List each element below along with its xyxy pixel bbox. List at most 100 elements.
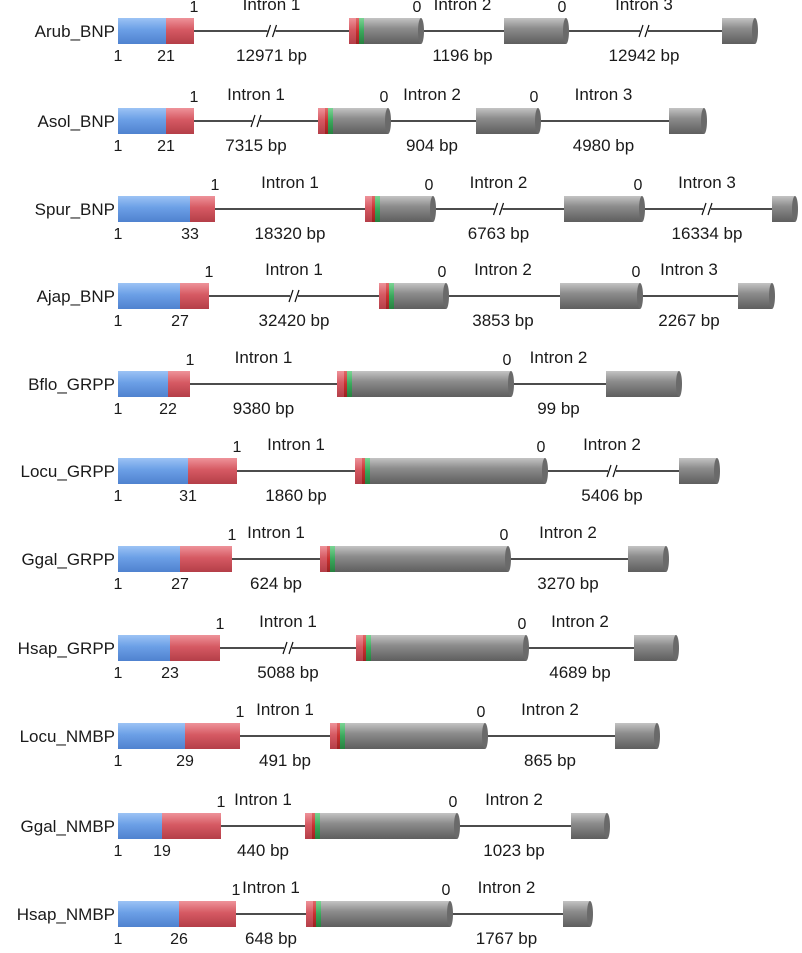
propeptide-segment bbox=[179, 901, 236, 927]
intron-label: Intron 2 bbox=[583, 435, 641, 454]
signal-peptide-segment bbox=[118, 723, 185, 749]
signal-peptide-segment bbox=[118, 458, 188, 484]
intron-label: Intron 1 bbox=[234, 790, 292, 809]
exon-box bbox=[722, 18, 755, 44]
propeptide-segment bbox=[305, 813, 312, 839]
exon-end-cap bbox=[523, 635, 529, 661]
break-mark bbox=[288, 289, 300, 303]
exon-end-cap bbox=[430, 196, 436, 222]
intron-label: Intron 1 bbox=[242, 878, 300, 897]
exon-end-cap bbox=[752, 18, 758, 44]
exon-end-cap bbox=[482, 723, 488, 749]
intron-label: Intron 1 bbox=[243, 0, 301, 14]
cleavage-red-band bbox=[325, 108, 328, 134]
exon-box bbox=[370, 458, 545, 484]
break-gap bbox=[252, 114, 260, 128]
intron-label: Intron 2 bbox=[470, 173, 528, 192]
intron-size-label: 7315 bp bbox=[225, 136, 286, 155]
exon-box bbox=[320, 813, 457, 839]
intron-phase-label: 0 bbox=[425, 177, 434, 194]
exon-end-cap bbox=[454, 813, 460, 839]
signal-end-number: 21 bbox=[157, 138, 175, 155]
exon-box bbox=[364, 18, 421, 44]
break-gap bbox=[640, 24, 648, 38]
break-gap bbox=[703, 202, 711, 216]
cleavage-red-band bbox=[344, 371, 347, 397]
exon-end-cap bbox=[563, 18, 569, 44]
signal-start-number: 1 bbox=[114, 843, 123, 860]
intron-size-label: 18320 bp bbox=[255, 224, 326, 243]
intron-label: Intron 2 bbox=[403, 85, 461, 104]
propeptide-segment bbox=[306, 901, 313, 927]
break-mark bbox=[250, 114, 262, 128]
cleavage-red-band bbox=[337, 723, 340, 749]
signal-peptide-segment bbox=[118, 546, 180, 572]
intron-size-label: 1767 bp bbox=[476, 929, 537, 948]
peptide-green-band bbox=[316, 901, 321, 927]
peptide-green-band bbox=[347, 371, 352, 397]
signal-start-number: 1 bbox=[114, 665, 123, 682]
cleavage-red-band bbox=[356, 18, 359, 44]
cleavage-red-band bbox=[362, 458, 365, 484]
intron-label: Intron 2 bbox=[434, 0, 492, 14]
intron-label: Intron 2 bbox=[485, 790, 543, 809]
break-slash bbox=[282, 641, 288, 655]
signal-start-number: 1 bbox=[114, 313, 123, 330]
exon-box bbox=[679, 458, 717, 484]
gene-name-label: Hsap_GRPP bbox=[18, 639, 115, 658]
propeptide-segment bbox=[379, 283, 386, 309]
cleavage-red-band bbox=[386, 283, 389, 309]
signal-end-number: 19 bbox=[153, 843, 171, 860]
propeptide-segment bbox=[365, 196, 372, 222]
intron-phase-label: 1 bbox=[217, 794, 226, 811]
exon-box bbox=[476, 108, 538, 134]
propeptide-segment bbox=[330, 723, 337, 749]
intron-phase-label: 1 bbox=[228, 527, 237, 544]
propeptide-segment bbox=[349, 18, 356, 44]
gene-name-label: Ggal_NMBP bbox=[21, 817, 115, 836]
exon-box bbox=[321, 901, 450, 927]
propeptide-segment bbox=[166, 108, 194, 134]
signal-end-number: 22 bbox=[159, 401, 177, 418]
propeptide-segment bbox=[185, 723, 240, 749]
signal-end-number: 26 bbox=[170, 931, 188, 948]
intron-phase-label: 0 bbox=[477, 704, 486, 721]
intron-size-label: 3270 bp bbox=[537, 574, 598, 593]
exon-box bbox=[371, 635, 526, 661]
intron-size-label: 5406 bp bbox=[581, 486, 642, 505]
exon-end-cap bbox=[639, 196, 645, 222]
intron-phase-label: 1 bbox=[190, 89, 199, 106]
intron-size-label: 12971 bp bbox=[236, 46, 307, 65]
exon-end-cap bbox=[447, 901, 453, 927]
intron-phase-label: 0 bbox=[413, 0, 422, 16]
propeptide-segment bbox=[190, 196, 215, 222]
intron-size-label: 4980 bp bbox=[573, 136, 634, 155]
intron-size-label: 99 bp bbox=[537, 399, 580, 418]
intron-phase-label: 1 bbox=[233, 439, 242, 456]
gene-name-label: Locu_NMBP bbox=[20, 727, 115, 746]
exon-end-cap bbox=[542, 458, 548, 484]
intron-size-label: 12942 bp bbox=[609, 46, 680, 65]
break-slash bbox=[294, 289, 300, 303]
propeptide-segment bbox=[356, 635, 363, 661]
signal-start-number: 1 bbox=[114, 753, 123, 770]
signal-end-number: 27 bbox=[171, 576, 189, 593]
exon-box bbox=[571, 813, 607, 839]
propeptide-segment bbox=[318, 108, 325, 134]
break-slash bbox=[288, 641, 294, 655]
intron-label: Intron 3 bbox=[615, 0, 673, 14]
signal-peptide-segment bbox=[118, 901, 179, 927]
intron-phase-label: 0 bbox=[500, 527, 509, 544]
signal-peptide-segment bbox=[118, 196, 190, 222]
intron-phase-label: 1 bbox=[236, 704, 245, 721]
intron-size-label: 32420 bp bbox=[259, 311, 330, 330]
break-slash bbox=[271, 24, 278, 38]
break-slash bbox=[265, 24, 272, 38]
exon-end-cap bbox=[792, 196, 798, 222]
signal-peptide-segment bbox=[118, 813, 162, 839]
break-mark bbox=[282, 641, 294, 655]
